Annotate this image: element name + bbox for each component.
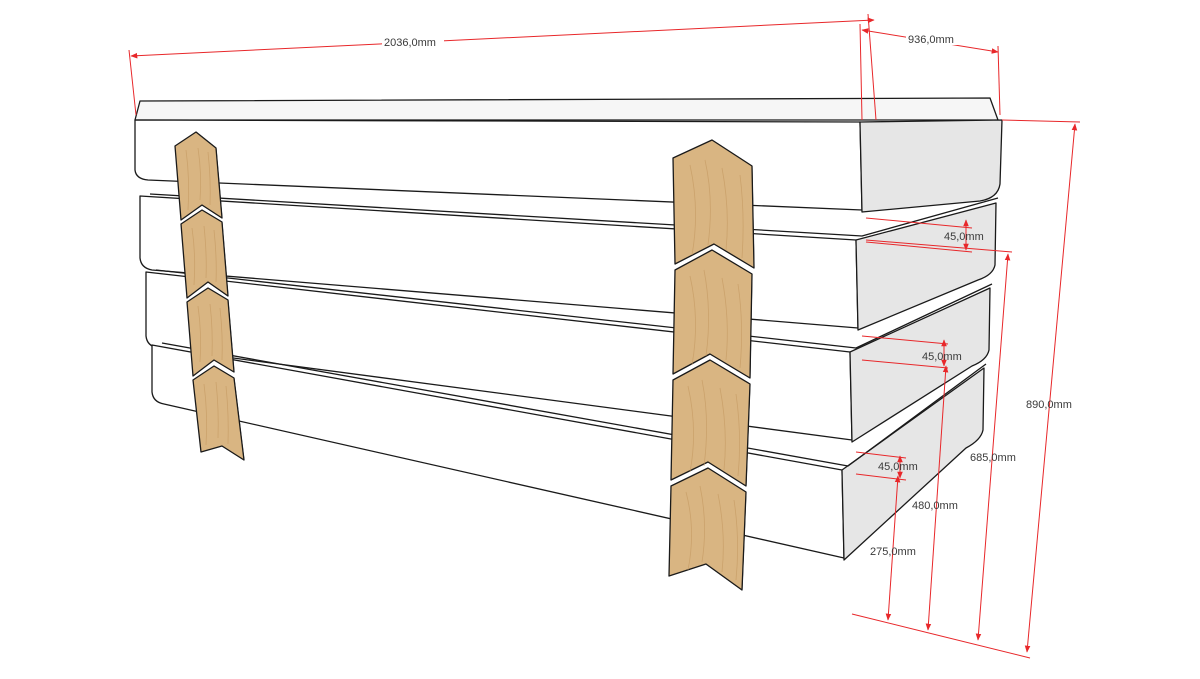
depth-dimension: 936,0mm [859,23,1001,121]
total-height-label: 890,0mm [1026,399,1072,411]
gap-middle-label: 45,0mm [922,351,962,363]
total-height-dimension: 890,0mm [1001,119,1081,653]
gap-top-label: 45,0mm [944,231,984,243]
box-lid [134,97,1003,213]
height-480-dimension: 480,0mm [912,365,958,631]
left-wooden-post [174,131,245,461]
gap-middle-dimension: 45,0mm [861,335,962,369]
gap-bottom-dimension: 45,0mm [855,451,918,481]
base-reference-line [851,613,1031,659]
height-685-dimension: 685,0mm [865,239,1016,641]
height-275-label: 275,0mm [870,546,916,558]
gap-top-dimension: 45,0mm [865,217,984,253]
depth-label: 936,0mm [908,34,954,46]
length-label: 2036,0mm [384,37,436,49]
gap-bottom-label: 45,0mm [878,461,918,473]
right-wooden-post [668,139,755,591]
height-275-dimension: 275,0mm [870,475,916,621]
height-480-label: 480,0mm [912,500,958,512]
height-685-label: 685,0mm [970,452,1016,464]
